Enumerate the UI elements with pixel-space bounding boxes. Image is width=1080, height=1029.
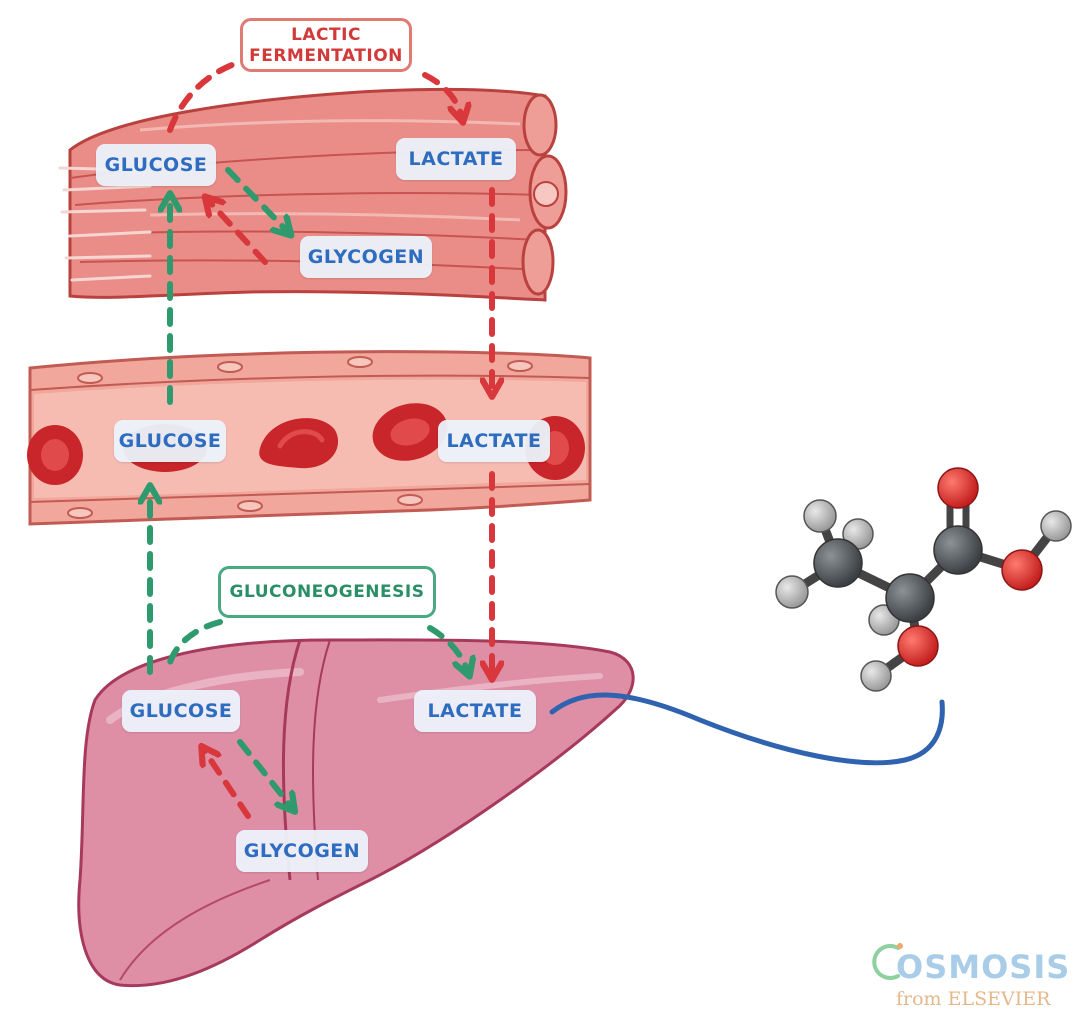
arrow-gluconeogenesis-in bbox=[427, 625, 468, 672]
oxygen-atom bbox=[937, 467, 979, 509]
muscle-glycogen-label: GLYCOGEN bbox=[300, 236, 432, 278]
arrow-liver-glycogenesis bbox=[237, 739, 292, 808]
blood-lactate-label: LACTATE bbox=[438, 420, 550, 462]
blood-glucose-label: GLUCOSE bbox=[114, 420, 226, 462]
liver-lactate-label: LACTATE bbox=[414, 690, 536, 732]
arrows bbox=[150, 59, 492, 819]
arrow-fermentation-out bbox=[422, 72, 462, 118]
carbon-atom bbox=[813, 538, 863, 588]
osmosis-ring-icon bbox=[872, 943, 903, 980]
hydrogen-atom bbox=[775, 575, 809, 609]
hydrogen-atom bbox=[860, 660, 892, 692]
arrow-liver-glycogenolysis bbox=[204, 750, 251, 819]
arrow-muscle-glycogenolysis bbox=[208, 200, 268, 265]
oxygen-atom bbox=[1001, 549, 1043, 591]
muscle-glucose-label: GLUCOSE bbox=[96, 144, 216, 186]
oxygen-atom bbox=[897, 625, 939, 667]
logo-wordmark: OSMOSIS bbox=[896, 948, 1071, 986]
carbon-atom bbox=[885, 573, 935, 623]
osmosis-logo: OSMOSIS from ELSEVIER bbox=[872, 930, 1069, 1020]
muscle-lactate-label: LACTATE bbox=[396, 138, 516, 180]
lactate-molecule bbox=[549, 467, 1072, 766]
logo-publisher: from ELSEVIER bbox=[896, 988, 1051, 1010]
gluconeogenesis-label: GLUCONEOGENESIS bbox=[218, 566, 436, 618]
connector-curve bbox=[549, 692, 945, 766]
hydrogen-atom bbox=[1040, 510, 1072, 542]
arrow-fermentation-in bbox=[167, 59, 243, 133]
liver-glucose-label: GLUCOSE bbox=[122, 690, 240, 732]
hydrogen-atom bbox=[803, 499, 837, 533]
arrow-gluconeogenesis-out bbox=[165, 619, 223, 673]
liver-glycogen-label: GLYCOGEN bbox=[236, 830, 368, 872]
arrow-muscle-glycogenesis bbox=[225, 167, 288, 232]
carbon-atom bbox=[933, 525, 983, 575]
lactic-fermentation-label: LACTIC FERMENTATION bbox=[240, 18, 412, 72]
